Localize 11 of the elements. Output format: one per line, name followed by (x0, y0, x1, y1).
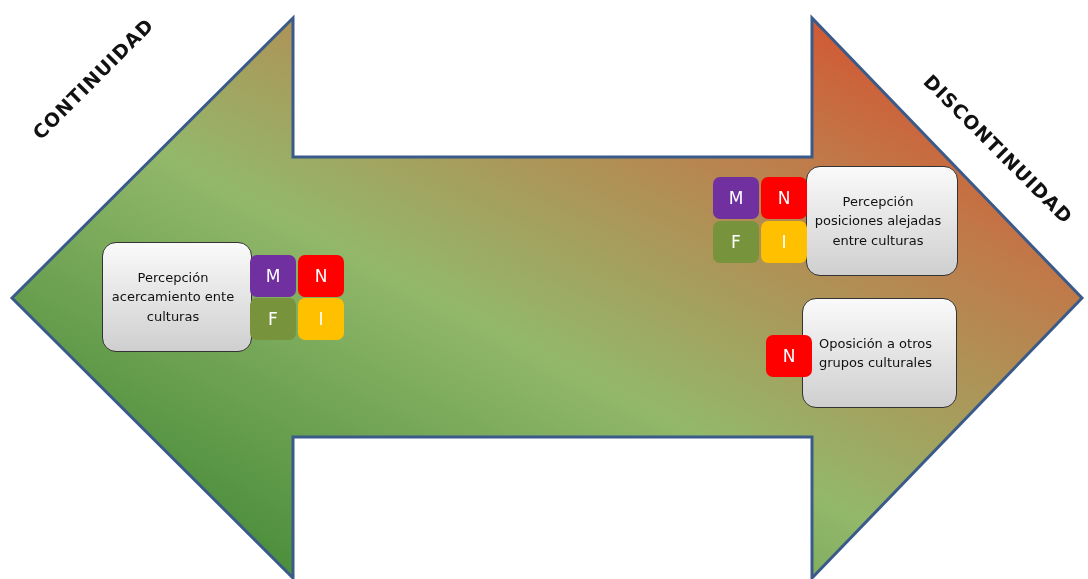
letter-tile: I (298, 298, 344, 340)
text-card: Oposición a otros grupos culturales (802, 298, 957, 408)
letter-tile: N (761, 177, 807, 219)
letter-tile: I (761, 221, 807, 263)
letter-tile: N (298, 255, 344, 297)
letter-tile: N (766, 335, 812, 377)
letter-tile: M (250, 255, 296, 297)
letter-tile: M (713, 177, 759, 219)
text-card: Percepción acercamiento ente culturas (102, 242, 252, 352)
letter-tile: F (713, 221, 759, 263)
letter-tile: F (250, 298, 296, 340)
